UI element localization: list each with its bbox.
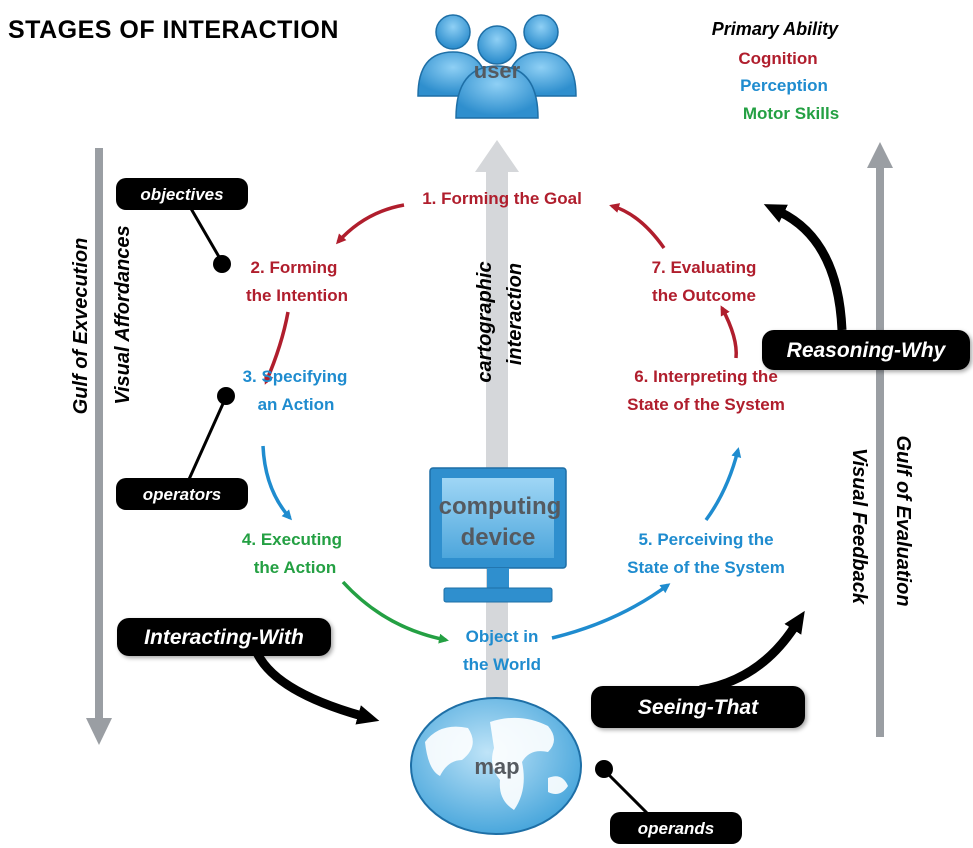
computer-icon — [429, 467, 567, 603]
reasoning-why-tag: Reasoning-Why — [787, 339, 947, 362]
cycle-arrows — [261, 203, 742, 644]
map-globe-icon — [410, 697, 582, 835]
visual-feedback-label: Visual Feedback — [848, 448, 870, 605]
legend-heading: Primary Ability — [712, 19, 839, 39]
cartographic-interaction-arrow — [475, 140, 519, 700]
gulf-evaluation-label: Gulf of Evaluation — [892, 435, 914, 606]
computing-label: computing — [439, 493, 562, 520]
gulf-execution-arrow — [86, 148, 112, 745]
arrow-goal-to-intention — [335, 203, 405, 245]
seeing-that-tag: Seeing-That — [638, 696, 759, 719]
arrow-perceiving-to-interpreting — [704, 447, 742, 522]
user-label: user — [474, 58, 521, 83]
device-label: device — [461, 524, 536, 551]
gulf-execution-label: Gulf of Exvecution — [70, 238, 92, 415]
cartographic-label: cartographic — [474, 261, 496, 382]
operands-tag: operands — [638, 819, 715, 838]
diagram-title: Stages of Interaction — [8, 16, 339, 44]
stage-2-label-line2: the Intention — [246, 286, 348, 305]
objectives-callout — [116, 178, 248, 273]
stage-6-label-line1: 6. Interpreting the — [634, 367, 778, 386]
stage-2-label-line1: 2. Forming — [251, 258, 338, 277]
legend-item-motor-skills: Motor Skills — [743, 104, 839, 123]
arrow-evaluating-to-goal — [609, 203, 666, 250]
operators-callout — [116, 387, 248, 510]
stage-5-label-line2: State of the System — [627, 558, 785, 577]
interaction-label: interaction — [504, 263, 526, 365]
objectives-tag: objectives — [140, 185, 223, 204]
stage-3-label-line2: an Action — [258, 395, 335, 414]
stage-7-label-line1: 7. Evaluating — [652, 258, 757, 277]
stage-5-label-line1: 5. Perceiving the — [638, 530, 773, 549]
stage-3-label-line1: 3. Specifying — [243, 367, 348, 386]
map-label: map — [474, 754, 519, 779]
user-group-icon — [417, 14, 577, 119]
operators-tag: operators — [143, 485, 221, 504]
visual-affordances-label: Visual Affordances — [112, 225, 134, 404]
arrow-interpreting-to-evaluating — [720, 305, 738, 359]
stage-1-label: 1. Forming the Goal — [422, 189, 582, 208]
legend: Primary Ability Cognition Perception Mot… — [712, 19, 839, 123]
gulf-evaluation-arrow — [867, 142, 893, 737]
legend-item-perception: Perception — [740, 76, 828, 95]
arrow-intention-to-specifying — [264, 311, 290, 385]
interacting-with-arrow — [250, 646, 380, 725]
object-label-line1: Object in — [466, 627, 539, 646]
stage-4-label-line1: 4. Executing — [242, 530, 342, 549]
reasoning-why-arrow — [763, 204, 847, 331]
arrow-object-to-perceiving — [551, 583, 671, 640]
stage-labels: 1. Forming the Goal 2. Forming the Inten… — [242, 189, 785, 674]
stage-6-label-line2: State of the System — [627, 395, 785, 414]
legend-item-cognition: Cognition — [738, 49, 817, 68]
seeing-that-arrow — [699, 610, 805, 695]
stage-7-label-line2: the Outcome — [652, 286, 756, 305]
operands-callout — [595, 760, 742, 844]
arrow-specifying-to-executing — [261, 445, 292, 521]
interacting-with-tag: Interacting-With — [144, 626, 304, 649]
object-label-line2: the World — [463, 655, 541, 674]
arrow-executing-to-object — [341, 580, 449, 644]
stage-4-label-line2: the Action — [254, 558, 336, 577]
